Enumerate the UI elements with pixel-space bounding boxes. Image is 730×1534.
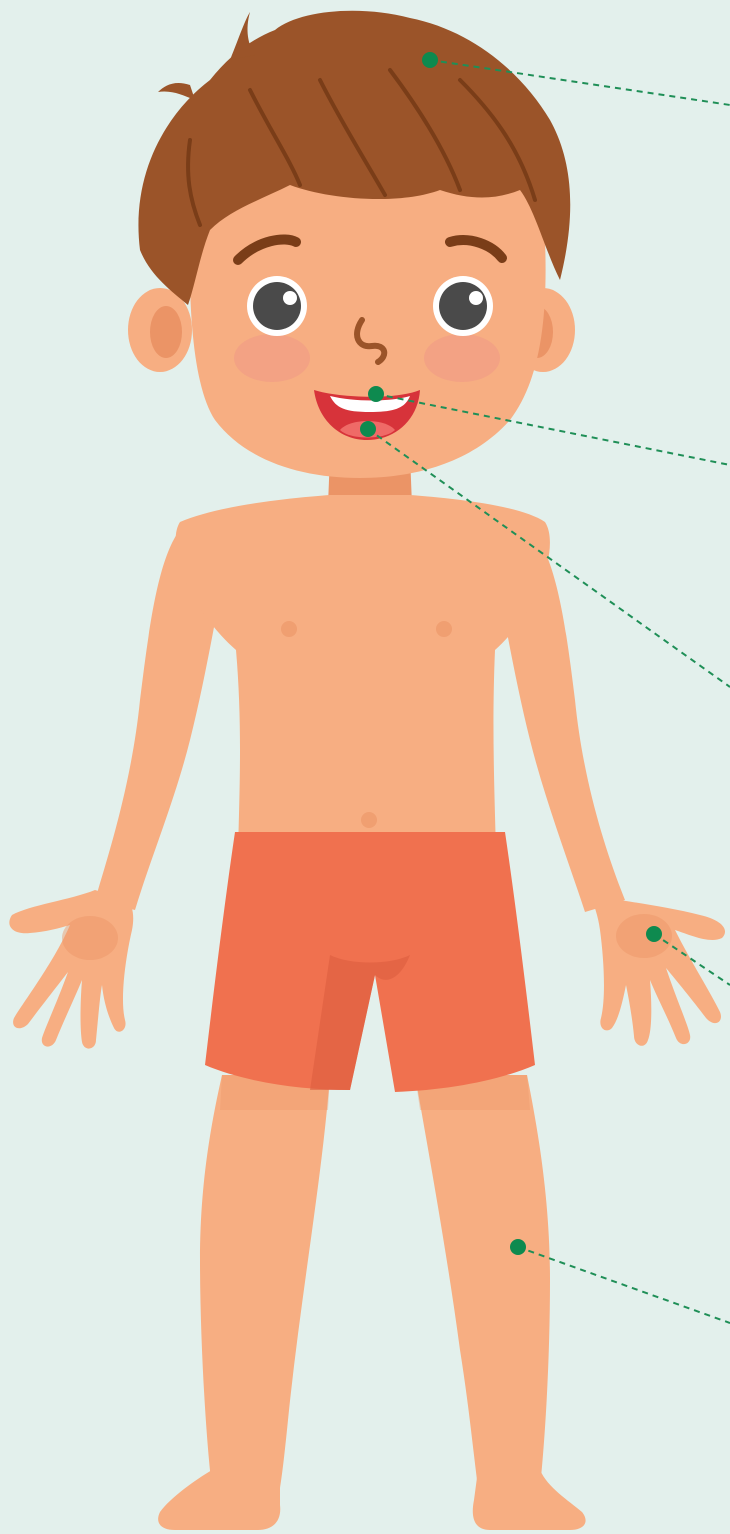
left-nipple: [281, 621, 297, 637]
palm-marker: [646, 926, 662, 942]
left-cheek: [234, 334, 310, 382]
teeth-marker: [368, 386, 384, 402]
left-palm-shade: [62, 916, 118, 960]
right-nipple: [436, 621, 452, 637]
knee-marker: [510, 1239, 526, 1255]
left-eye: [253, 282, 301, 330]
left-eye-shine: [283, 291, 297, 305]
right-eye-shine: [469, 291, 483, 305]
right-cheek: [424, 334, 500, 382]
tongue-marker: [360, 421, 376, 437]
hair-marker: [422, 52, 438, 68]
right-eye: [439, 282, 487, 330]
belly-button: [361, 812, 377, 828]
right-palm-shade: [616, 914, 672, 958]
left-ear-inner: [150, 306, 182, 358]
